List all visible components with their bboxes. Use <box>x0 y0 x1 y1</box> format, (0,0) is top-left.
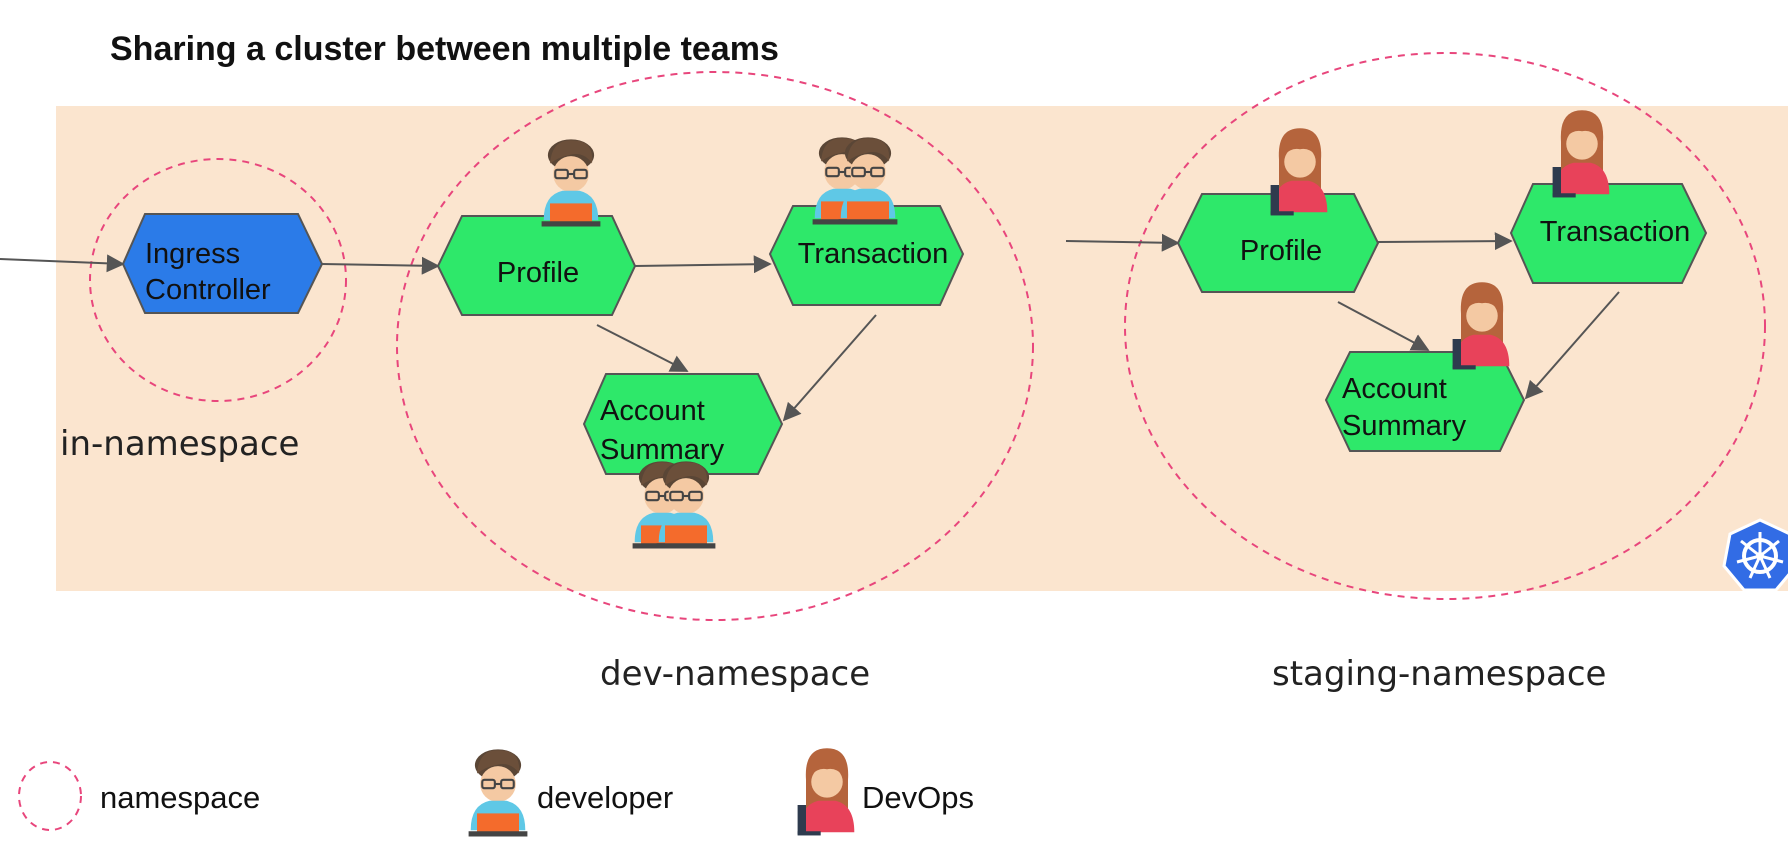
in-namespace-label: in-namespace <box>60 424 300 464</box>
dev-transaction-label: Transaction <box>798 238 948 270</box>
dev-transaction-to-account-arrow <box>782 314 877 422</box>
developer-icon <box>540 138 602 228</box>
in-namespace-boundary <box>89 158 347 402</box>
staging-namespace-label: staging-namespace <box>1272 654 1607 694</box>
staging-account-label-line1: Account <box>1342 373 1447 405</box>
staging-account-label-line2: Summary <box>1342 410 1467 442</box>
staging-account-summary-node: Account Summary <box>1324 351 1526 452</box>
ingress-label-line1: Ingress <box>145 238 240 270</box>
dev-account-label-line2: Summary <box>600 434 725 466</box>
dev-profile-to-account-arrow <box>596 324 689 372</box>
staging-transaction-node: Transaction <box>1509 183 1708 284</box>
staging-profile-label: Profile <box>1240 235 1322 267</box>
dev-profile-label: Profile <box>497 257 579 289</box>
devops-icon <box>1552 110 1610 198</box>
dev-account-label-line1: Account <box>600 395 705 427</box>
dev-namespace-boundary <box>396 71 1034 621</box>
dev-namespace-label: dev-namespace <box>600 654 871 694</box>
staging-transaction-label: Transaction <box>1540 216 1690 248</box>
legend-devops-label: DevOps <box>862 780 974 815</box>
devops-icon <box>1452 282 1510 370</box>
ingress-to-dev-profile-arrow <box>321 256 440 275</box>
dev-transaction-node: Transaction <box>768 205 965 306</box>
staging-namespace-boundary <box>1124 52 1766 600</box>
legend-developer-label: developer <box>537 780 674 815</box>
dev-profile-node: Profile <box>436 215 637 316</box>
staging-profile-to-account-arrow <box>1337 301 1430 351</box>
developer-legend-icon <box>467 748 529 838</box>
into-staging-arrow <box>1065 233 1180 252</box>
dev-profile-to-transaction-arrow <box>634 255 772 274</box>
staging-profile-to-transaction-arrow <box>1377 232 1513 251</box>
dev-account-summary-node: Account Summary <box>582 373 784 475</box>
staging-profile-node: Profile <box>1176 193 1380 293</box>
ingress-controller-node: Ingress Controller <box>121 213 324 314</box>
namespace-legend-icon <box>18 761 82 831</box>
devops-icon <box>1270 128 1328 216</box>
kubernetes-logo-icon <box>1722 518 1788 592</box>
devops-legend-icon <box>797 748 855 836</box>
page-title: Sharing a cluster between multiple teams <box>110 30 779 68</box>
legend-namespace-label: namespace <box>100 780 261 815</box>
incoming-traffic-arrow <box>0 254 125 273</box>
staging-transaction-to-account-arrow <box>1524 291 1620 400</box>
ingress-label-line2: Controller <box>145 274 271 306</box>
